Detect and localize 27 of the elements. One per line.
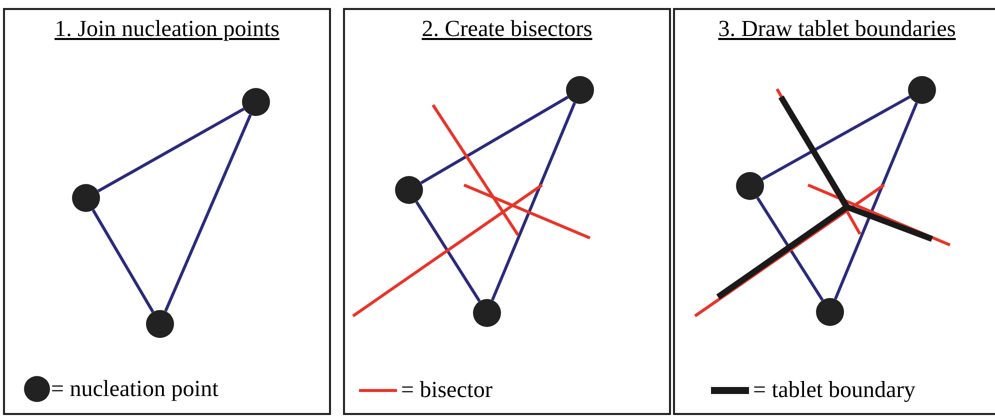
- connecting-line: [92, 209, 154, 313]
- panel-frame: [3, 8, 331, 415]
- nucleation-point: [72, 184, 100, 212]
- nucleation-point: [736, 172, 764, 200]
- nucleation-point: [242, 88, 270, 116]
- nucleation-point: [566, 76, 594, 104]
- connecting-line: [491, 102, 576, 301]
- nucleation-point: [146, 310, 174, 338]
- nucleation-point: [395, 176, 423, 204]
- legend-text: = nucleation point: [51, 376, 219, 402]
- panel-frame: [343, 8, 671, 415]
- connecting-line: [762, 96, 910, 180]
- connecting-line: [164, 114, 252, 312]
- connecting-line: [415, 201, 481, 302]
- nucleation-point: [473, 299, 501, 327]
- connecting-line: [97, 108, 245, 192]
- nucleation-point: [816, 298, 844, 326]
- nucleation-point: [908, 76, 936, 104]
- panel-heading: 3. Draw tablet boundaries: [717, 16, 957, 42]
- legend-text: = tablet boundary: [753, 377, 916, 403]
- panel-heading: 2. Create bisectors: [420, 16, 594, 42]
- connecting-line: [756, 197, 824, 301]
- connecting-line: [420, 96, 569, 184]
- panel-frame: [673, 8, 995, 415]
- legend-text: = bisector: [401, 377, 493, 403]
- connecting-line: [834, 102, 918, 300]
- panel-heading: 1. Join nucleation points: [54, 16, 280, 42]
